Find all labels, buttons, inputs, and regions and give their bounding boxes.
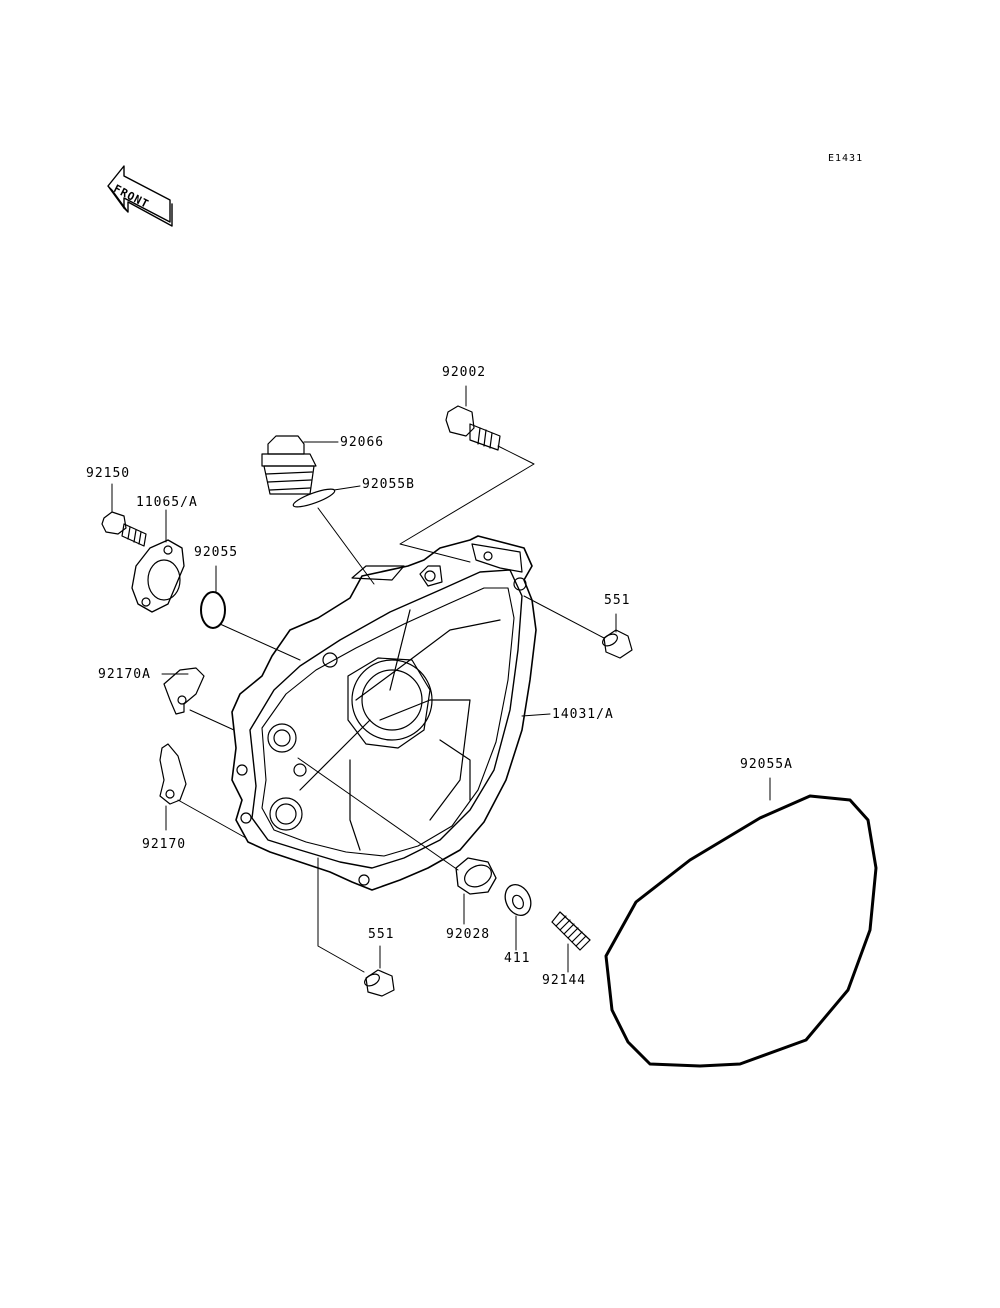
clutch-cover-body <box>232 536 536 890</box>
label-92055: 92055 <box>194 545 239 560</box>
label-551-bottom: 551 <box>368 927 395 942</box>
oring-92055b <box>292 486 337 510</box>
label-92170: 92170 <box>142 837 187 852</box>
washer-411 <box>500 880 535 919</box>
clamp-92170 <box>160 744 186 804</box>
label-11065a: 11065/A <box>136 495 198 510</box>
clamp-92170a <box>164 668 204 714</box>
dowel-pin-551-top <box>601 630 632 658</box>
label-551-top: 551 <box>604 593 631 608</box>
label-92055a: 92055A <box>740 757 793 772</box>
label-92144: 92144 <box>542 973 587 988</box>
gasket-92055a <box>606 796 876 1066</box>
label-92170a: 92170A <box>98 667 151 682</box>
front-arrow-icon <box>108 166 172 226</box>
label-92055b: 92055B <box>362 477 415 492</box>
label-14031a: 14031/A <box>552 707 614 722</box>
bolt-92002 <box>446 406 500 450</box>
cap-11065a <box>132 540 184 612</box>
label-92028: 92028 <box>446 927 491 942</box>
leader-lines <box>112 386 770 972</box>
oil-filler-plug <box>262 436 316 494</box>
label-92150: 92150 <box>86 466 131 481</box>
label-92002: 92002 <box>442 365 487 380</box>
label-411: 411 <box>504 951 531 966</box>
bushing-92028 <box>456 858 496 894</box>
diagram-code: E1431 <box>828 153 864 164</box>
dowel-pin-551-bottom <box>363 970 394 996</box>
bolt-92150 <box>102 512 146 546</box>
spring-92144 <box>552 912 590 950</box>
label-92066: 92066 <box>340 435 385 450</box>
oring-92055 <box>201 592 225 628</box>
